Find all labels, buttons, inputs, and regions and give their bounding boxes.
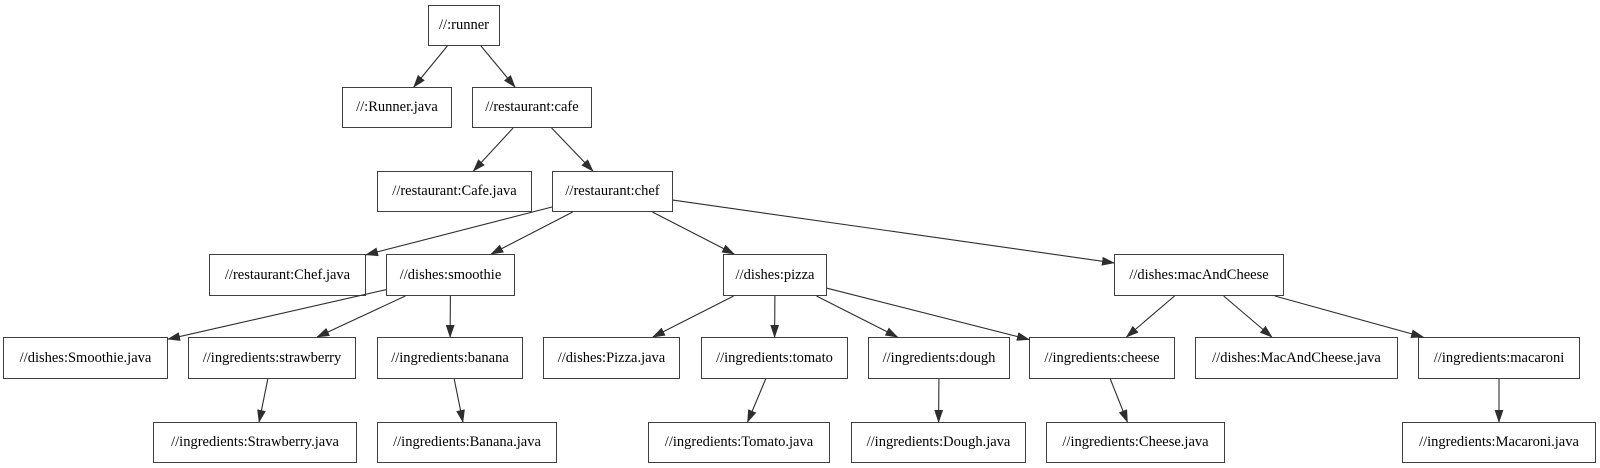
graph-edge-runner-to-runner-java xyxy=(413,45,448,88)
graph-node-pizza: //dishes:pizza xyxy=(723,254,827,296)
graph-node-smoothie-java: //dishes:Smoothie.java xyxy=(3,337,168,379)
graph-node-mac-and-cheese: //dishes:macAndCheese xyxy=(1114,254,1284,296)
graph-edge-cheese-to-cheese-java xyxy=(1109,378,1128,423)
graph-node-label: //dishes:smoothie xyxy=(399,266,502,283)
graph-edge-cafe-to-cafe-java xyxy=(472,127,514,172)
graph-edge-strawberry-to-strawberry-java xyxy=(257,378,269,423)
graph-node-runner-java: //:Runner.java xyxy=(342,87,452,128)
graph-node-label: //dishes:macAndCheese xyxy=(1129,266,1269,283)
graph-edge-smoothie-to-strawberry xyxy=(316,295,406,338)
graph-node-label: //restaurant:Chef.java xyxy=(224,266,351,283)
graph-node-chef-java: //restaurant:Chef.java xyxy=(209,254,366,296)
graph-node-label: //dishes:Pizza.java xyxy=(557,349,666,366)
graph-node-label: //dishes:MacAndCheese.java xyxy=(1212,349,1381,366)
graph-node-cafe-java: //restaurant:Cafe.java xyxy=(377,171,532,212)
graph-edge-smoothie-to-smoothie-java xyxy=(167,289,387,341)
graph-node-label: //ingredients:strawberry xyxy=(202,349,342,366)
graph-node-pizza-java: //dishes:Pizza.java xyxy=(543,337,680,379)
graph-node-dough-java: //ingredients:Dough.java xyxy=(851,422,1026,463)
graph-edge-chef-to-chef-java xyxy=(365,206,553,257)
graph-node-strawberry: //ingredients:strawberry xyxy=(188,337,356,379)
graph-node-label: //dishes:pizza xyxy=(735,266,815,283)
graph-edge-pizza-to-dough xyxy=(816,295,899,338)
graph-node-label: //:Runner.java xyxy=(356,99,438,115)
graph-node-dough: //ingredients:dough xyxy=(868,337,1010,379)
graph-node-label: //:runner xyxy=(439,17,489,33)
graph-edge-banana-to-banana-java xyxy=(453,378,465,423)
graph-node-strawberry-java: //ingredients:Strawberry.java xyxy=(153,422,357,463)
graph-node-label: //ingredients:dough xyxy=(882,349,996,366)
graph-edge-mac-and-cheese-to-cheese xyxy=(1125,295,1175,338)
graph-node-mac-and-cheese-java: //dishes:MacAndCheese.java xyxy=(1195,337,1398,379)
graph-node-chef: //restaurant:chef xyxy=(552,171,673,212)
graph-node-label: //ingredients:tomato xyxy=(716,349,833,366)
graph-node-label: //ingredients:Dough.java xyxy=(866,434,1011,450)
graph-node-tomato: //ingredients:tomato xyxy=(701,337,848,379)
graph-edge-mac-and-cheese-to-macaroni xyxy=(1274,295,1425,339)
graph-node-banana-java: //ingredients:Banana.java xyxy=(377,422,557,463)
graph-edge-chef-to-smoothie xyxy=(490,211,573,255)
graph-node-tomato-java: //ingredients:Tomato.java xyxy=(648,422,830,463)
graph-edge-chef-to-pizza xyxy=(652,211,735,255)
graph-node-cheese-java: //ingredients:Cheese.java xyxy=(1046,422,1225,463)
graph-node-cheese: //ingredients:cheese xyxy=(1029,337,1175,379)
graph-node-label: //restaurant:chef xyxy=(565,183,660,199)
graph-edge-tomato-to-tomato-java xyxy=(747,378,767,423)
graph-node-label: //ingredients:Cheese.java xyxy=(1062,434,1209,450)
graph-node-cafe: //restaurant:cafe xyxy=(472,87,592,128)
graph-edge-cafe-to-chef xyxy=(551,127,594,172)
graph-node-smoothie: //dishes:smoothie xyxy=(386,254,515,296)
graph-node-runner: //:runner xyxy=(428,5,500,46)
graph-node-label: //dishes:Smoothie.java xyxy=(19,349,152,366)
graph-node-label: //ingredients:Macaroni.java xyxy=(1419,434,1579,450)
graph-edge-mac-and-cheese-to-mac-and-cheese-java xyxy=(1223,295,1273,338)
graph-edge-pizza-to-cheese xyxy=(826,287,1030,341)
graph-node-label: //restaurant:cafe xyxy=(485,99,579,115)
graph-node-label: //ingredients:banana xyxy=(391,349,509,366)
graph-node-label: //ingredients:cheese xyxy=(1044,349,1160,366)
graph-node-label: //ingredients:macaroni xyxy=(1433,349,1565,366)
graph-edge-runner-to-cafe xyxy=(480,45,516,88)
graph-node-label: //ingredients:Tomato.java xyxy=(664,434,814,450)
graph-node-label: //ingredients:Banana.java xyxy=(393,434,541,450)
graph-node-label: //ingredients:Strawberry.java xyxy=(171,434,339,450)
graph-node-macaroni-java: //ingredients:Macaroni.java xyxy=(1402,422,1596,463)
graph-node-macaroni: //ingredients:macaroni xyxy=(1418,337,1580,379)
graph-node-label: //restaurant:Cafe.java xyxy=(392,183,517,199)
graph-node-banana: //ingredients:banana xyxy=(377,337,523,379)
graph-edge-pizza-to-pizza-java xyxy=(652,295,734,338)
